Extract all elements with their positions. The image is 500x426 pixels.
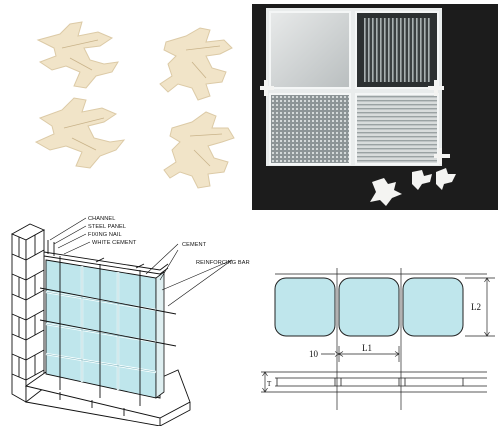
dimension-diagram: L2 L1 10 T [255, 260, 500, 426]
block-horizontal-ribbed [355, 93, 439, 165]
block-2 [338, 277, 400, 337]
reinforcing-bars [39, 256, 177, 406]
brick-pillar [10, 223, 46, 403]
spacer-piece-1 [36, 21, 119, 89]
dimension-t: T [267, 380, 272, 388]
block-3 [402, 277, 464, 337]
spacer-drawing [34, 21, 235, 189]
spacer-piece-4 [163, 111, 235, 189]
label-steel-panel: STEEL PANEL [88, 224, 126, 230]
width-dimension [321, 346, 400, 362]
spacer-piece-3 [159, 27, 233, 101]
glass-block-photo-drawing [252, 4, 498, 210]
dimension-l2: L2 [471, 302, 481, 312]
block-frosted [269, 11, 351, 89]
height-dimension [465, 277, 495, 337]
label-cement: CEMENT [182, 242, 207, 248]
section-strip [275, 371, 487, 393]
block-grid-pattern [269, 93, 351, 165]
glass-block-photo [252, 4, 498, 210]
label-white-cement: WHITE CEMENT [92, 240, 137, 246]
block-1 [274, 277, 336, 337]
wall-section-drawing: CHANNEL STEEL PANEL FIXING NAIL WHITE CE… [10, 216, 250, 426]
dimension-l1: L1 [362, 343, 372, 353]
thickness-dimension [261, 371, 275, 393]
spacer-piece-2 [34, 97, 126, 169]
steel-channel [43, 240, 169, 275]
leader-lines [49, 217, 233, 307]
glass-block-wall [45, 259, 165, 399]
dimension-drawing: L2 L1 10 T [261, 268, 495, 410]
wall-section-diagram: CHANNEL STEEL PANEL FIXING NAIL WHITE CE… [0, 210, 255, 426]
label-fixing-nail: FIXING NAIL [88, 232, 122, 238]
label-channel: CHANNEL [88, 216, 115, 222]
photo-spacers [260, 80, 456, 206]
spacer-cross-illustration [0, 0, 252, 205]
label-reinforcing-bar: REINFORCING BAR [196, 260, 250, 266]
dimension-joint: 10 [309, 349, 319, 359]
block-vertical-ribbed [355, 11, 439, 89]
